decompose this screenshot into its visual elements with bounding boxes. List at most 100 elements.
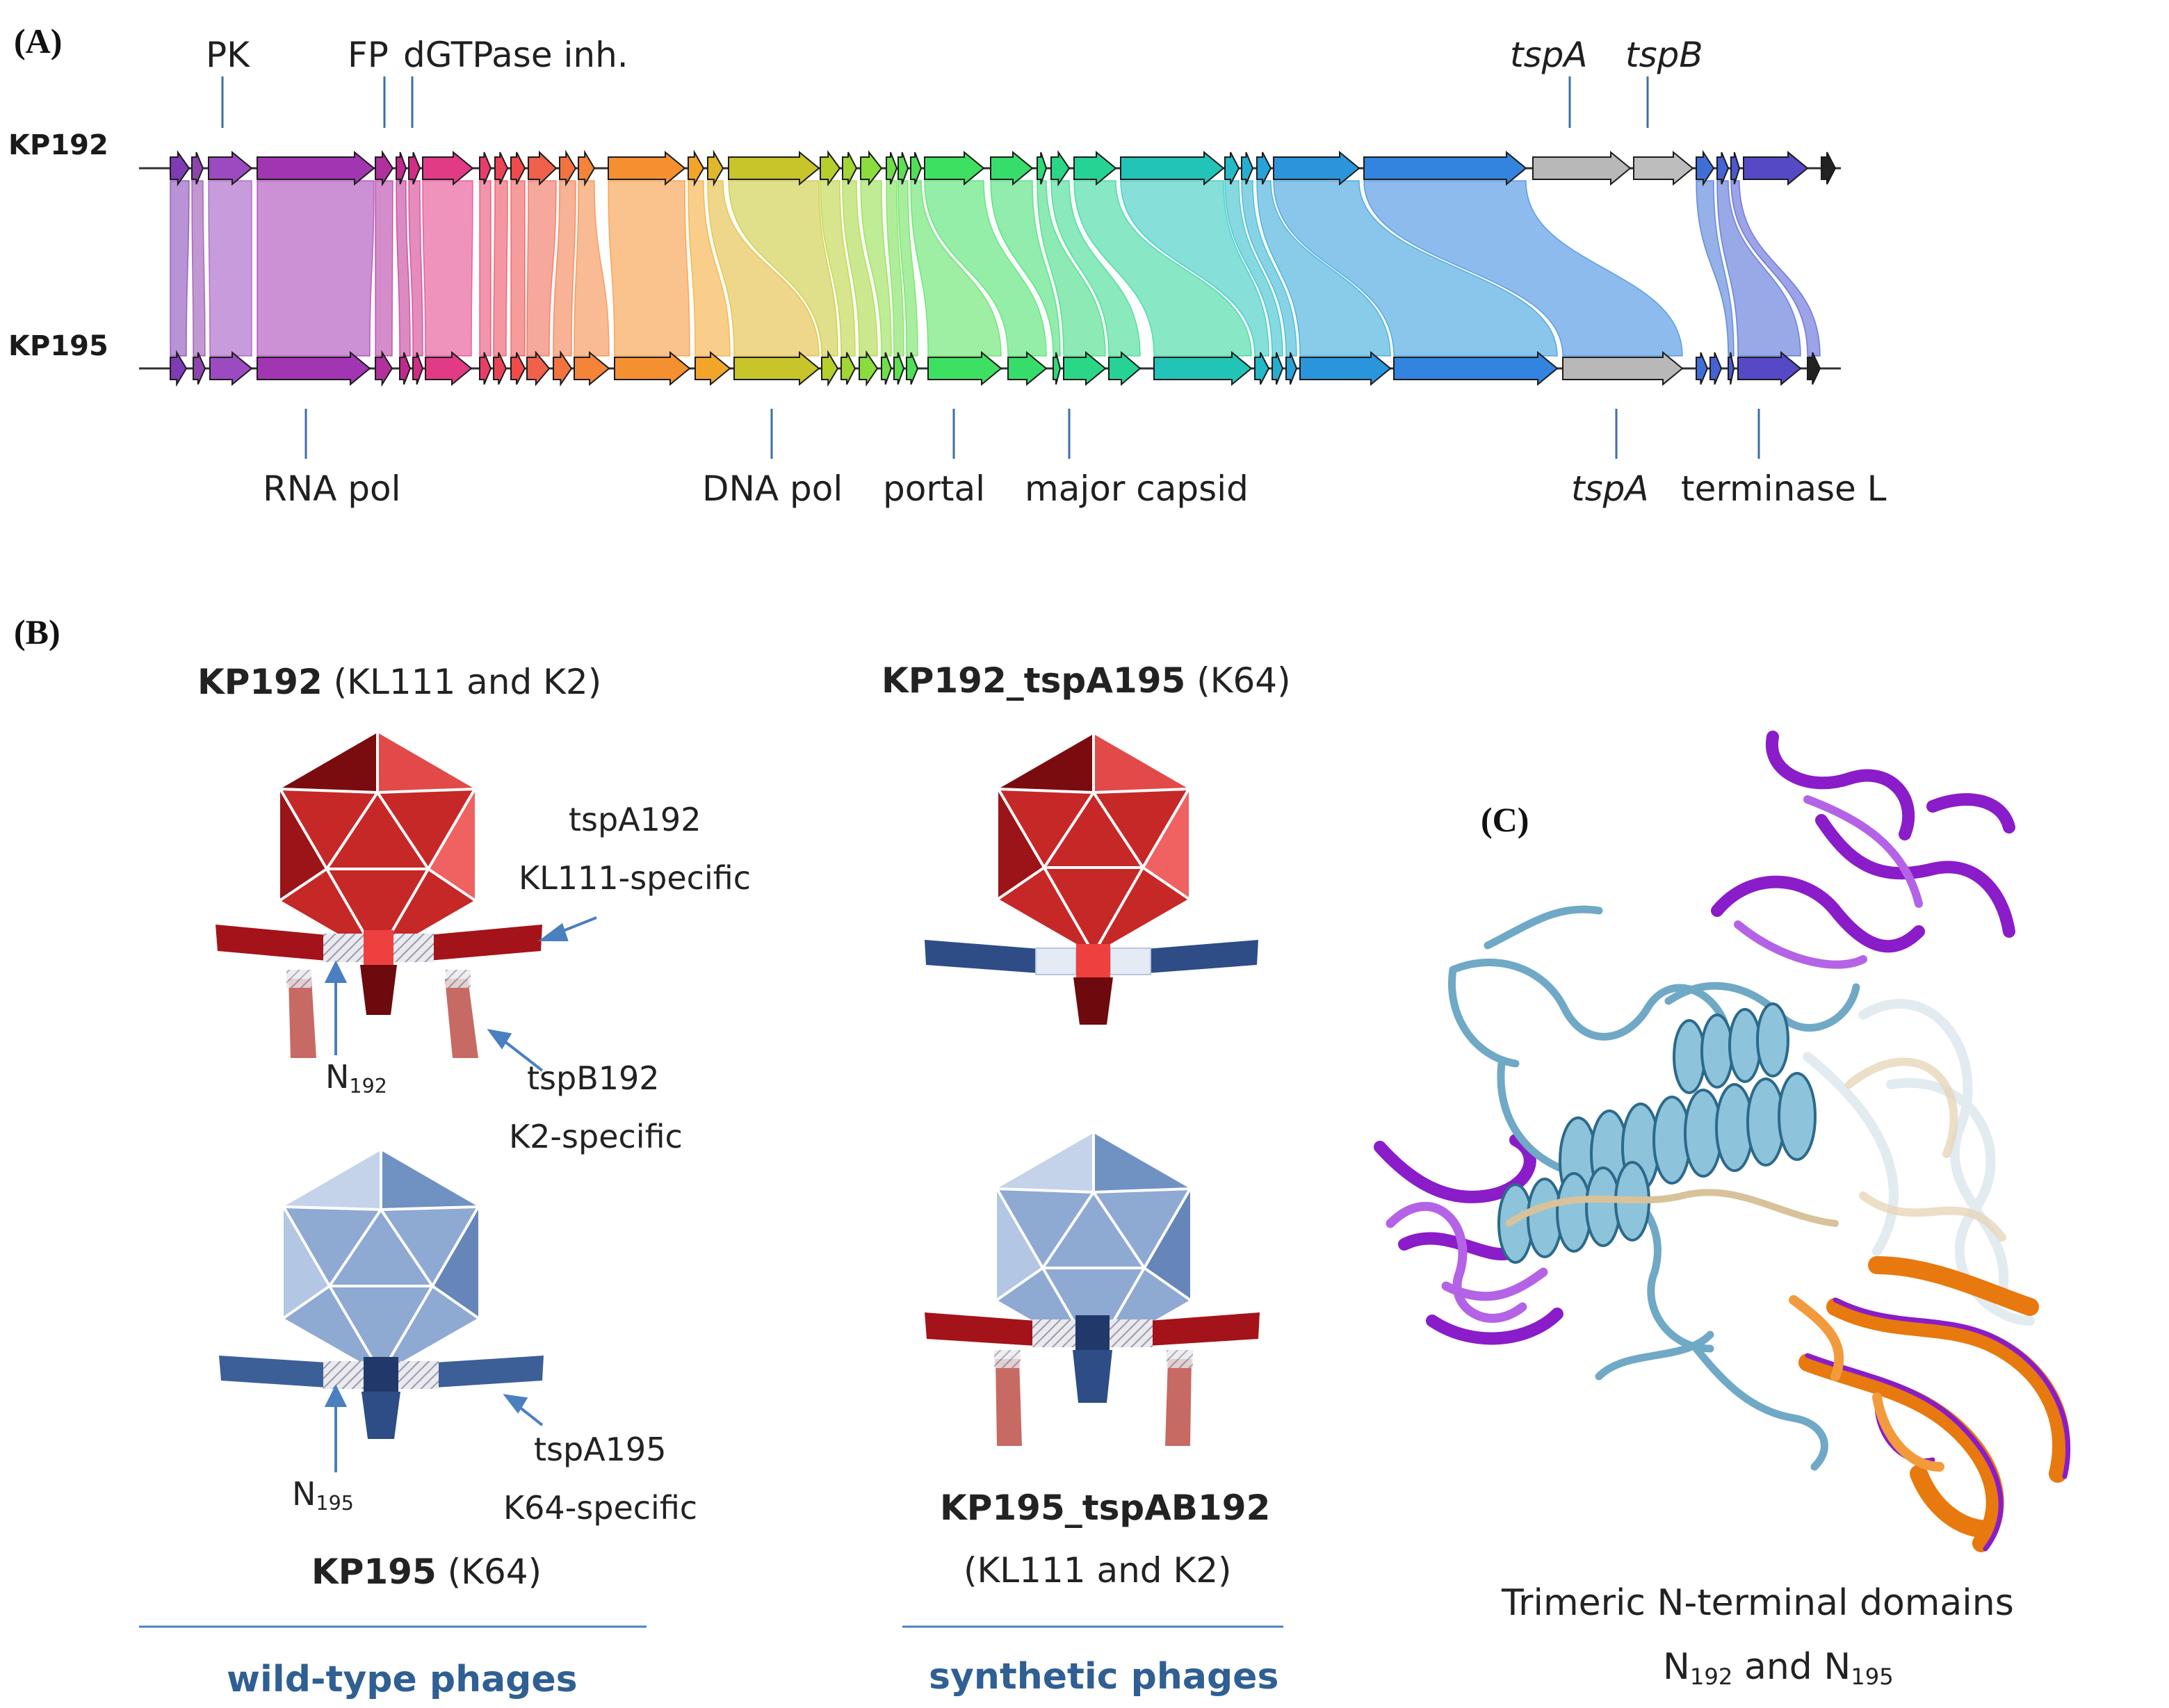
synteny-ribbon: [842, 180, 878, 357]
synteny-ribbon: [910, 180, 1002, 357]
gene-arrow: [842, 152, 858, 185]
gene-arrow: [257, 150, 375, 186]
synteny-ribbon: [707, 180, 820, 357]
gene-arrow: [1393, 350, 1559, 387]
synteny-ribbon: [257, 180, 375, 357]
synteny-ribbon: [422, 180, 473, 357]
gene-arrow: [1532, 150, 1632, 186]
gene-arrow: [1120, 150, 1225, 186]
gene-arrow: [927, 350, 1002, 387]
synteny-ribbon: [1716, 180, 1801, 357]
gene-arrow: [1709, 352, 1723, 385]
synteny-ribbon: [1120, 180, 1269, 357]
genome-name-kp192: KP192: [8, 129, 108, 161]
synteny-ribbon: [191, 180, 206, 357]
gene-arrow: [1256, 152, 1272, 185]
gene-label-major-capsid: major capsid: [1025, 469, 1249, 509]
synteny-ribbon: [688, 180, 731, 357]
gene-label-dna-pol: DNA pol: [702, 469, 843, 509]
synteny-ribbon: [574, 180, 610, 357]
gene-arrow: [886, 152, 898, 185]
gene-arrow: [1007, 350, 1048, 387]
annotation-arrows: [324, 916, 597, 1472]
gene-arrow: [208, 150, 253, 186]
gene-arrow: [553, 350, 573, 387]
gene-arrow: [191, 152, 204, 185]
gene-arrow: [1562, 350, 1684, 387]
gene-arrow: [840, 352, 856, 385]
phage-detail-kp195-tspab192: (KL111 and K2): [964, 1550, 1232, 1591]
genome-name-kp195: KP195: [8, 330, 108, 362]
synteny-ribbon: [608, 180, 690, 357]
genes-kp195: [170, 350, 1821, 387]
gene-arrow: [859, 350, 879, 387]
gene-label-ticks: [221, 76, 1760, 459]
gene-arrow: [1299, 350, 1392, 387]
gene-arrow: [1696, 352, 1709, 385]
gene-label-terminase-l: terminase L: [1681, 469, 1887, 509]
gene-arrow: [479, 352, 492, 385]
gene-arrow: [479, 152, 492, 185]
gene-arrow: [1037, 152, 1048, 185]
note-n195: N195: [292, 1475, 354, 1515]
synteny-ribbon: [1050, 180, 1141, 357]
gene-arrow: [1073, 150, 1117, 186]
phage-kp192: [216, 733, 542, 1058]
gene-arrow: [1696, 149, 1715, 187]
gene-arrow: [1728, 352, 1735, 385]
phage-kp192-tspa195: [925, 734, 1258, 1025]
gene-arrow: [694, 350, 731, 387]
panel-label-a: (A): [14, 22, 63, 60]
note-tspa192-spec: KL111-specific: [519, 859, 751, 897]
synteny-ribbon: [526, 180, 557, 357]
gene-arrow: [170, 149, 190, 187]
caption-c-line1: Trimeric N-terminal domains: [1502, 1582, 2014, 1624]
synteny-ribbon: [493, 180, 508, 357]
gene-arrow: [614, 350, 691, 387]
gene-arrow: [1241, 152, 1254, 185]
gene-arrow: [375, 350, 393, 387]
gene-arrow: [733, 350, 820, 387]
phage-title-kp192-tspa195: KP192_tspA195 (K64): [882, 660, 1291, 701]
gene-label-fp: FP: [348, 35, 389, 75]
gene-arrow: [412, 352, 424, 385]
synteny-ribbon: [479, 180, 492, 357]
gene-arrow: [910, 152, 923, 185]
group-label-synthetic: synthetic phages: [929, 1656, 1279, 1698]
note-tspa192-name: tspA192: [569, 801, 701, 838]
synteny-ribbon: [1241, 180, 1297, 357]
gene-arrow: [1807, 352, 1821, 385]
gene-arrow: [881, 352, 893, 385]
note-tspb192-spec: K2-specific: [509, 1118, 683, 1155]
gene-arrow: [821, 350, 839, 387]
gene-arrow: [1273, 150, 1360, 186]
synteny-ribbon: [396, 180, 411, 357]
gene-arrow: [1153, 350, 1253, 387]
gene-arrow: [494, 152, 509, 185]
gene-arrow: [396, 152, 407, 185]
synteny-ribbon: [728, 180, 838, 357]
gene-arrow: [193, 352, 206, 385]
gene-arrow: [906, 352, 919, 385]
gene-arrow: [399, 352, 412, 385]
gene-arrow: [510, 352, 526, 385]
gene-arrow: [559, 149, 577, 187]
synteny-ribbon: [1073, 180, 1252, 357]
synteny-ribbon: [208, 180, 252, 357]
synteny-ribbon: [897, 180, 918, 357]
synteny-ribbon: [1730, 180, 1821, 357]
note-tspa195-name: tspA195: [534, 1431, 667, 1468]
synteny-ribbon: [170, 180, 190, 357]
gene-arrow: [375, 149, 394, 187]
gene-label-tspa-top: tspA: [1510, 35, 1588, 75]
gene-arrow: [1053, 352, 1062, 385]
gene-arrow: [408, 152, 421, 185]
gene-arrow: [493, 352, 507, 385]
gene-arrow: [728, 150, 820, 186]
gene-label-tspa-bottom: tspA: [1571, 469, 1649, 509]
synteny-ribbon: [553, 180, 576, 357]
phage-kp195-tspab192: [925, 1133, 1260, 1446]
gene-arrow: [1363, 150, 1527, 186]
gene-arrow: [1050, 149, 1071, 187]
gene-arrow: [422, 150, 474, 186]
